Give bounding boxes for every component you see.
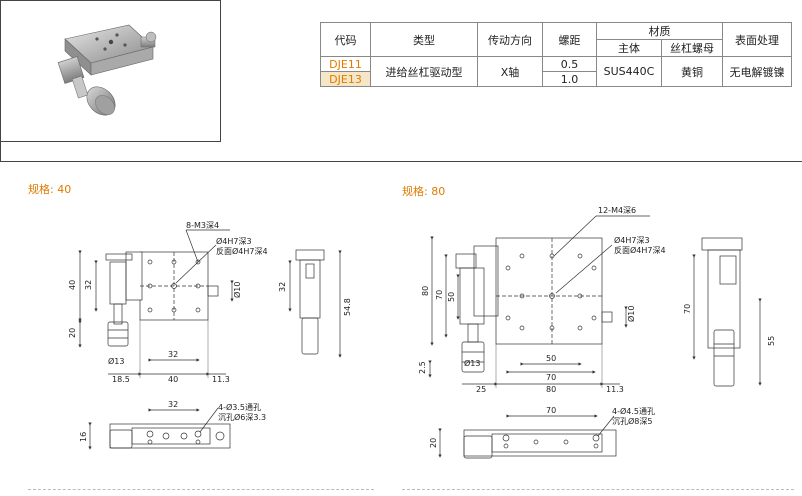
- spec80-dim-113: 11.3: [606, 385, 624, 394]
- spec40-holes-top: 8-M3深4: [186, 221, 219, 230]
- spec80-top-view: [428, 215, 650, 388]
- header-material-body: 主体: [596, 39, 662, 57]
- spec40-bottom-counter: 沉孔Ø6深3.3: [218, 412, 266, 422]
- row-code: DJE11: [320, 56, 371, 72]
- spec40-side-view: [288, 249, 342, 358]
- spec40-dim-40b: 40: [168, 375, 178, 384]
- spec80-dim-25b: 25: [476, 385, 486, 394]
- spec80-bottom-counter: 沉孔Ø8深5: [612, 416, 652, 426]
- spec80-dim-70b: 70: [546, 373, 556, 382]
- spec80-pin-hole: Ø4H7深3: [614, 235, 650, 245]
- spec80-dim-50b: 50: [546, 354, 556, 363]
- header-material: 材质: [596, 22, 723, 40]
- product-photo-frame: [0, 0, 221, 142]
- divider: [28, 489, 374, 490]
- spec80-dim-70c: 70: [683, 304, 692, 314]
- divider: [0, 161, 802, 162]
- cell-drive: X轴: [477, 56, 543, 87]
- spec40-dim-10: Ø10: [232, 282, 242, 298]
- spec80-holes-top: 12-M4深6: [598, 206, 636, 215]
- header-drive: 传动方向: [477, 22, 543, 57]
- spec80-dim-25a: 2.5: [418, 361, 427, 374]
- spec40-dim-20: 20: [68, 328, 77, 338]
- spec80-title: 规格: 80: [402, 185, 446, 198]
- spec80-bottom-20: 20: [429, 438, 438, 448]
- spec80-dim-80a: 80: [421, 286, 430, 296]
- spec80-bottom-70: 70: [546, 406, 556, 415]
- spec80-side-view: [692, 237, 762, 387]
- spec80-dim-55: 55: [767, 336, 776, 346]
- spec80-dim-50a: 50: [447, 292, 456, 302]
- spec40-bottom-view: [88, 407, 231, 450]
- spec-table: 代码 类型 传动方向 螺距 材质 表面处理 主体 丝杠螺母 DJE11 进给丝杠…: [320, 22, 792, 87]
- spec40-dim-113: 11.3: [212, 375, 230, 384]
- cell-surface: 无电解镀镍: [722, 56, 792, 87]
- spec40-dim-32c: 32: [278, 282, 287, 292]
- spec40-dim-548: 54.8: [343, 298, 352, 316]
- header-code: 代码: [320, 22, 371, 57]
- spec80-pin-hole-back: 反面Ø4H7深4: [614, 245, 666, 255]
- spec40-pin-hole-back: 反面Ø4H7深4: [216, 246, 268, 256]
- spec40-dim-185: 18.5: [112, 375, 130, 384]
- spec80-bottom-view: [438, 414, 617, 459]
- spec80-dim-10: Ø10: [626, 306, 636, 322]
- spec40-bottom-16: 16: [79, 432, 88, 442]
- product-photo: [57, 24, 157, 116]
- spec40-dim-13: Ø13: [108, 356, 124, 366]
- row-pitch: 1.0: [542, 71, 597, 87]
- cell-body: SUS440C: [596, 56, 662, 87]
- spec40-bottom-32: 32: [168, 400, 178, 409]
- spec80-dim-13: Ø13: [464, 358, 480, 368]
- header-surface: 表面处理: [722, 22, 792, 57]
- spec80-dim-80b: 80: [546, 385, 556, 394]
- spec40-dim-32a: 32: [84, 280, 93, 290]
- spec40-top-view: [78, 229, 234, 378]
- spec40-dim-40a: 40: [68, 280, 77, 290]
- cell-type: 进给丝杠驱动型: [370, 56, 478, 87]
- divider: [402, 489, 794, 490]
- spec40-dim-32b: 32: [168, 350, 178, 359]
- row-code: DJE13: [320, 71, 371, 87]
- divider: [0, 142, 1, 162]
- spec40-pin-hole: Ø4H7深3: [216, 236, 252, 246]
- spec40-bottom-holes: 4-Ø3.5通孔: [218, 402, 261, 412]
- spec80-dim-70a: 70: [435, 290, 444, 300]
- spec40-title: 规格: 40: [28, 183, 72, 196]
- header-pitch: 螺距: [542, 22, 597, 57]
- cell-nut: 黄铜: [661, 56, 723, 87]
- spec80-bottom-holes: 4-Ø4.5通孔: [612, 406, 655, 416]
